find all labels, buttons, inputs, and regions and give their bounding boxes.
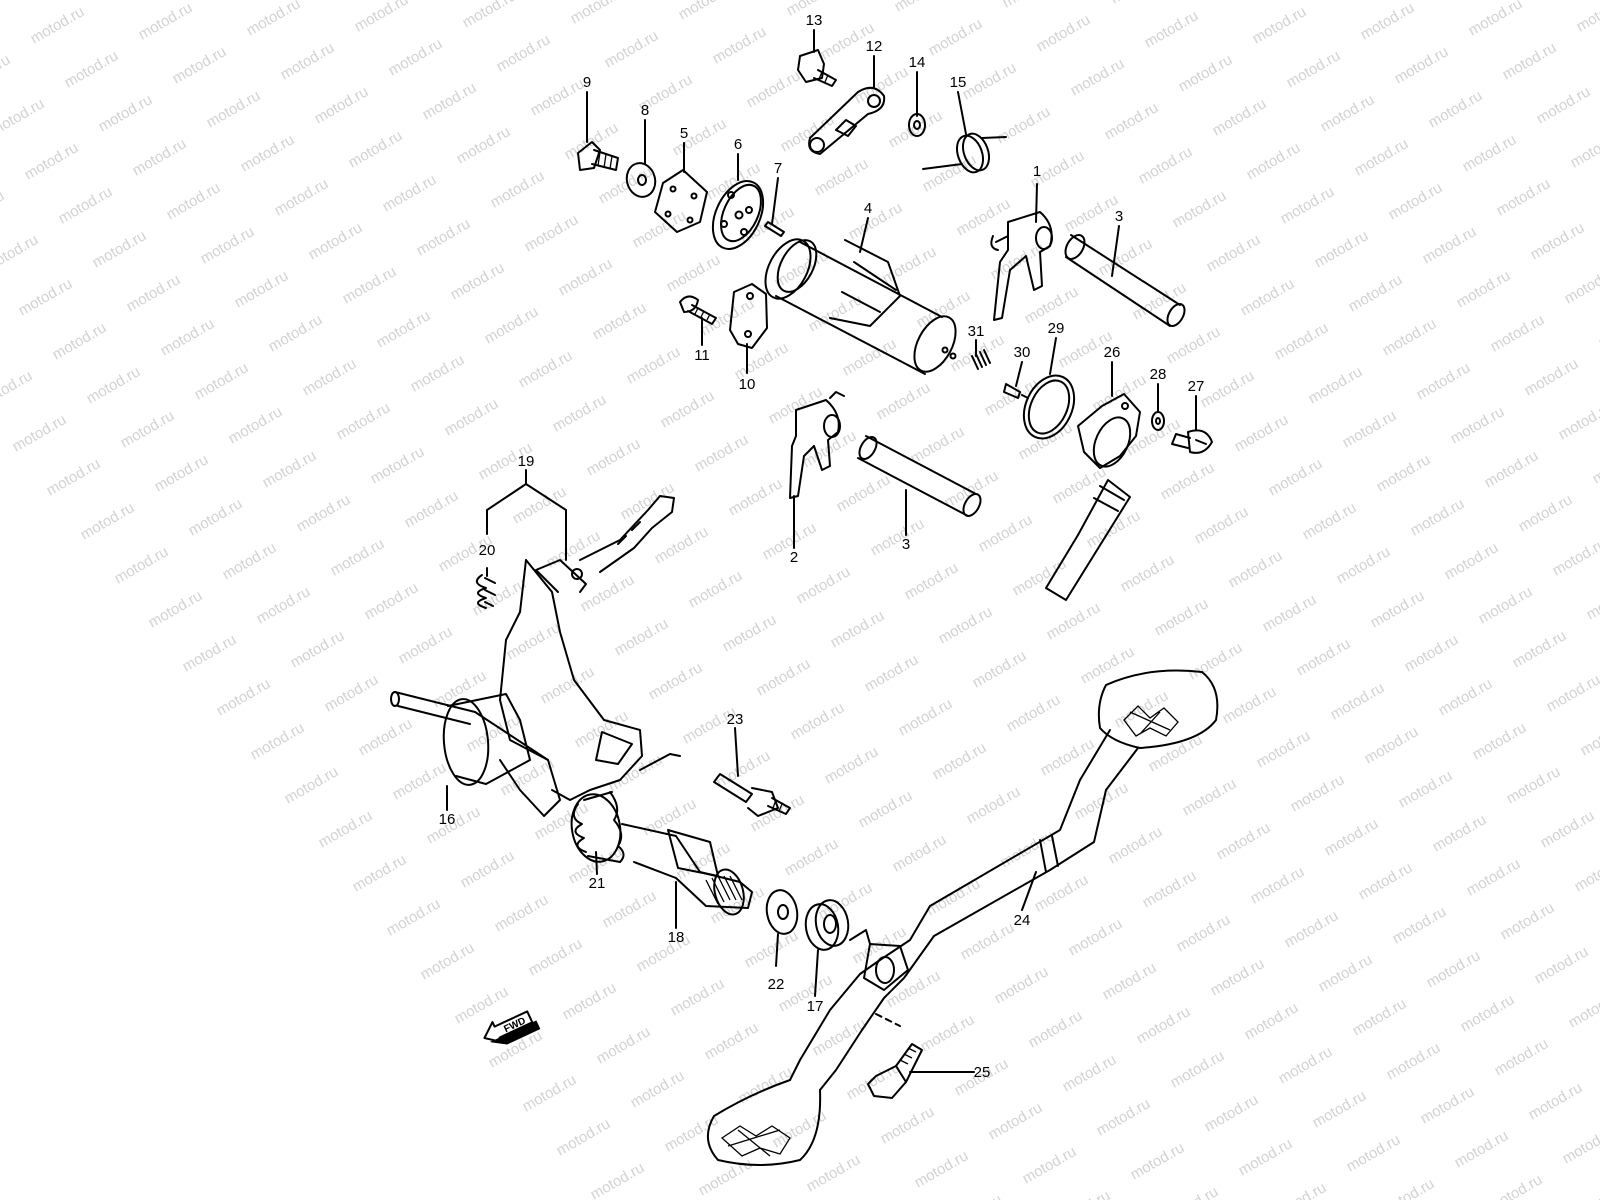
callout-4: 4 xyxy=(864,200,872,217)
callout-27: 27 xyxy=(1188,378,1205,395)
part-cam-stopper-plate-5 xyxy=(654,169,708,233)
part-stopper-plate-10 xyxy=(729,283,768,349)
part-shift-fork-2 xyxy=(789,391,845,499)
part-gearshift-cam-4 xyxy=(764,238,957,375)
callout-25: 25 xyxy=(974,1064,991,1081)
part-spring-31 xyxy=(971,349,991,370)
callout-6: 6 xyxy=(734,136,742,153)
callout-9: 9 xyxy=(583,74,591,91)
part-spring-21 xyxy=(570,791,625,863)
part-screw-11 xyxy=(679,295,717,325)
part-spring-15 xyxy=(922,132,1007,174)
part-bolt-23 xyxy=(713,773,791,817)
part-pin-7 xyxy=(764,221,785,237)
part-washer-28 xyxy=(1151,411,1165,431)
callout-2: 2 xyxy=(790,549,798,566)
callout-29: 29 xyxy=(1048,320,1065,337)
part-spring-20 xyxy=(475,574,496,609)
callout-21: 21 xyxy=(589,875,606,892)
callout-28: 28 xyxy=(1150,366,1167,383)
part-cam-driven-gear-6 xyxy=(711,180,765,250)
callout-23: 23 xyxy=(727,711,744,728)
part-stopper-arm-12 xyxy=(808,86,886,155)
callout-17: 17 xyxy=(807,998,824,1015)
callout-24: 24 xyxy=(1014,912,1031,929)
callout-26: 26 xyxy=(1104,344,1121,361)
part-o-ring-29 xyxy=(1022,374,1076,440)
callout-labels: 1 2 3 3 4 5 6 7 8 9 10 11 12 13 14 15 16… xyxy=(439,12,1205,1081)
fwd-arrow-icon: FWD xyxy=(483,1010,541,1045)
callout-5: 5 xyxy=(680,125,688,142)
part-oil-seal-17 xyxy=(804,899,850,951)
part-shaft-assembly-16 xyxy=(390,495,681,817)
part-washer-22 xyxy=(765,889,799,935)
callout-15: 15 xyxy=(950,74,967,91)
part-shift-fork-shaft-3-lower xyxy=(857,435,982,517)
callout-7: 7 xyxy=(774,160,782,177)
part-shift-fork-1 xyxy=(990,211,1053,321)
callout-3-lower: 3 xyxy=(902,536,910,553)
callout-20: 20 xyxy=(479,542,496,559)
part-shift-lever-24 xyxy=(707,669,1219,1166)
callout-8: 8 xyxy=(641,102,649,119)
part-bolt-9 xyxy=(577,141,619,171)
leader-lines xyxy=(446,29,1197,1073)
callout-30: 30 xyxy=(1014,344,1031,361)
callout-16: 16 xyxy=(439,811,456,828)
part-shaft-18 xyxy=(621,823,753,916)
part-bolt-13 xyxy=(797,49,837,87)
part-bolt-25 xyxy=(867,1043,923,1099)
part-screw-27 xyxy=(1171,429,1213,454)
callout-14: 14 xyxy=(909,54,926,71)
callout-19: 19 xyxy=(518,453,535,470)
part-washer-8 xyxy=(625,162,657,198)
callout-10: 10 xyxy=(739,376,756,393)
callout-13: 13 xyxy=(806,12,823,29)
part-cover-26 xyxy=(1045,393,1141,601)
callout-12: 12 xyxy=(866,38,883,55)
part-shift-fork-shaft-3-upper xyxy=(1064,234,1186,327)
callout-11: 11 xyxy=(694,347,710,364)
callout-18: 18 xyxy=(668,929,685,946)
callout-31: 31 xyxy=(968,323,985,340)
callout-22: 22 xyxy=(768,976,785,993)
callout-3-upper: 3 xyxy=(1115,208,1123,225)
callout-1: 1 xyxy=(1033,163,1041,180)
part-washer-14 xyxy=(908,113,926,137)
